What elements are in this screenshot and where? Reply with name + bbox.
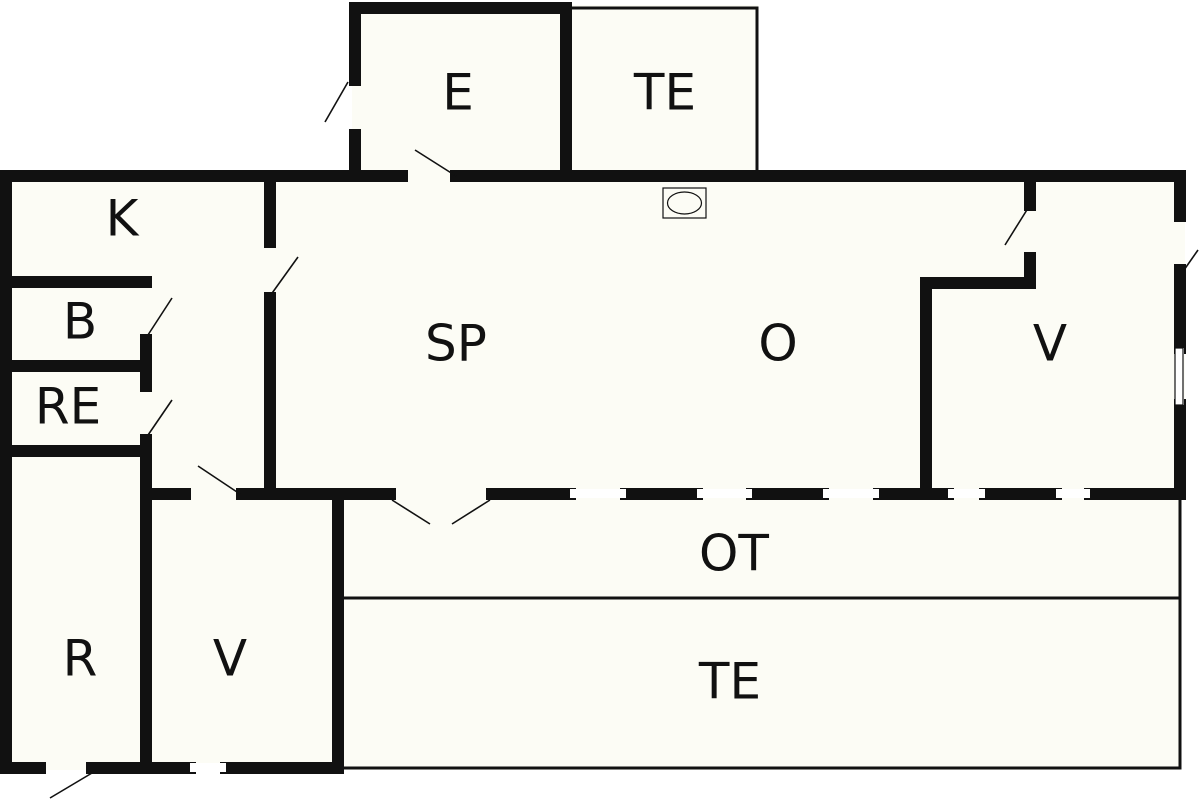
window (570, 489, 626, 498)
door-swing (414, 149, 457, 177)
room-label-kitchen: K (106, 190, 140, 248)
room-label-terrace-top: TE (633, 64, 696, 122)
window (697, 489, 752, 498)
door-swing (1004, 204, 1031, 246)
room-label-bedroom-left: V (213, 630, 247, 688)
door-swing (49, 772, 93, 799)
room-label-bedroom-right: V (1033, 315, 1067, 373)
room-label-re: RE (35, 378, 101, 436)
window (948, 489, 985, 498)
window (823, 489, 879, 498)
room-label-r: R (63, 630, 98, 688)
door-swing (269, 256, 299, 297)
door-swing (1183, 249, 1199, 271)
window (1175, 348, 1184, 405)
thin-walls (343, 6, 1182, 770)
room-label-entry: E (442, 64, 474, 122)
wall-v-north (920, 252, 1036, 500)
door-swing (145, 399, 173, 439)
room-label-dining: SP (425, 315, 487, 373)
room-label-terrace-bottom: TE (698, 653, 761, 711)
floor-areas (0, 5, 1185, 770)
room-labels: E TE K B RE SP O V R V OT TE (35, 64, 1067, 711)
room-label-living: O (758, 315, 797, 373)
thick-walls (0, 2, 1186, 774)
fixture-icon (662, 187, 707, 219)
windows (190, 347, 1184, 772)
room-label-bath: B (63, 293, 97, 351)
window (1174, 347, 1184, 406)
window (190, 763, 226, 772)
door-swing (197, 465, 241, 495)
door-swing (451, 499, 491, 525)
doors (49, 81, 1199, 799)
door-swing (391, 499, 431, 525)
room-label-covered-terrace: OT (699, 525, 769, 583)
window (1056, 489, 1090, 498)
door-swing (324, 81, 349, 123)
door-swing (145, 297, 173, 339)
